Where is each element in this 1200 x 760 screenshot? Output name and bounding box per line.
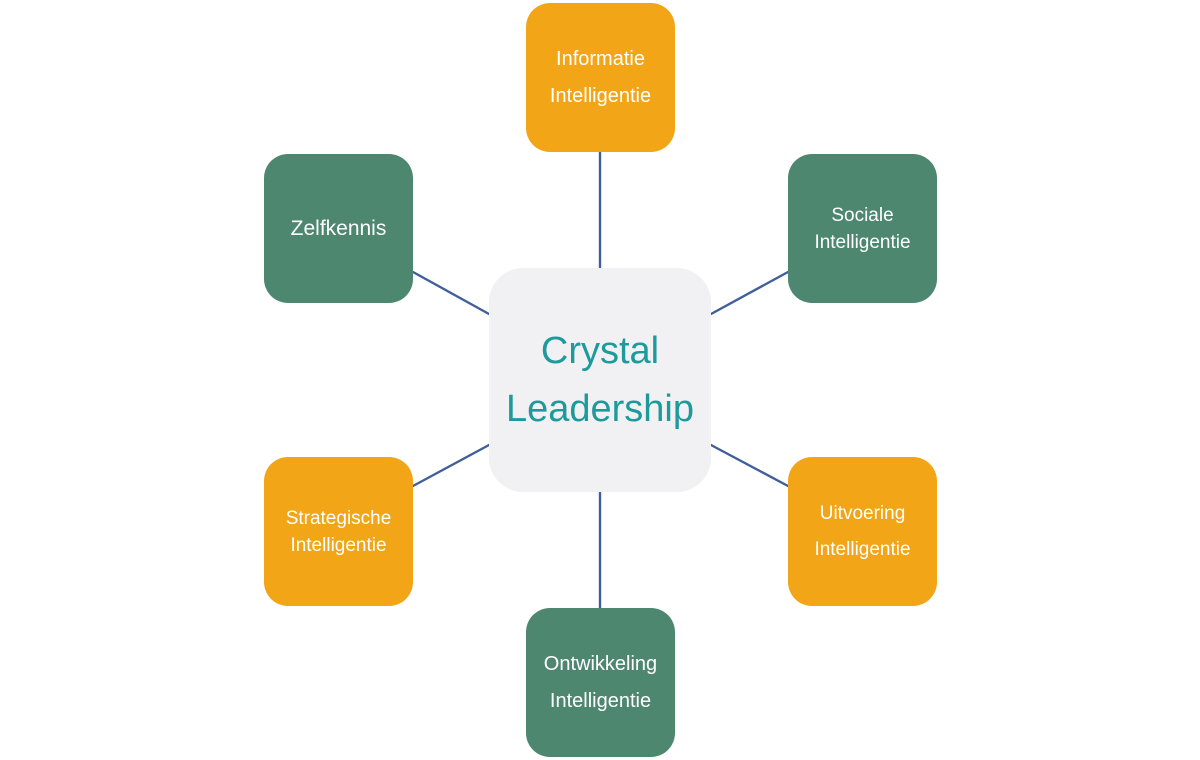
connector-strategische [411, 443, 491, 488]
node-informatie-intelligentie: Informatie Intelligentie [526, 3, 675, 152]
node-uitvoering-line-2: Intelligentie [814, 538, 911, 560]
node-informatie-line-1: Informatie [556, 47, 645, 70]
center-node-line-2: Leadership [505, 388, 695, 430]
node-informatie-line-2: Intelligentie [549, 84, 652, 107]
center-node-crystal-leadership: Crystal Leadership [489, 268, 711, 492]
node-uitvoering-intelligentie: Uitvoering Intelligentie [788, 457, 937, 606]
center-node-line-1: Crystal [540, 330, 660, 372]
connector-zelfkennis [411, 270, 491, 316]
node-zelfkennis: Zelfkennis [264, 154, 413, 303]
node-zelfkennis-line-1: Zelfkennis [290, 216, 387, 240]
node-sociale-line-1: Sociale [831, 204, 894, 226]
node-ontwikkeling-line-2: Intelligentie [549, 689, 652, 712]
node-ontwikkeling-intelligentie: Ontwikkeling Intelligentie [526, 608, 675, 757]
node-strategische-line-2: Intelligentie [290, 534, 387, 556]
node-sociale-intelligentie: Sociale Intelligentie [788, 154, 937, 303]
node-sociale-line-2: Intelligentie [814, 231, 911, 253]
node-ontwikkeling-line-1: Ontwikkeling [543, 652, 658, 675]
connector-uitvoering [709, 443, 790, 488]
node-strategische-line-1: Strategische [285, 507, 392, 529]
node-strategische-intelligentie: Strategische Intelligentie [264, 457, 413, 606]
connector-sociale [709, 270, 790, 316]
node-uitvoering-line-1: Uitvoering [819, 502, 906, 524]
